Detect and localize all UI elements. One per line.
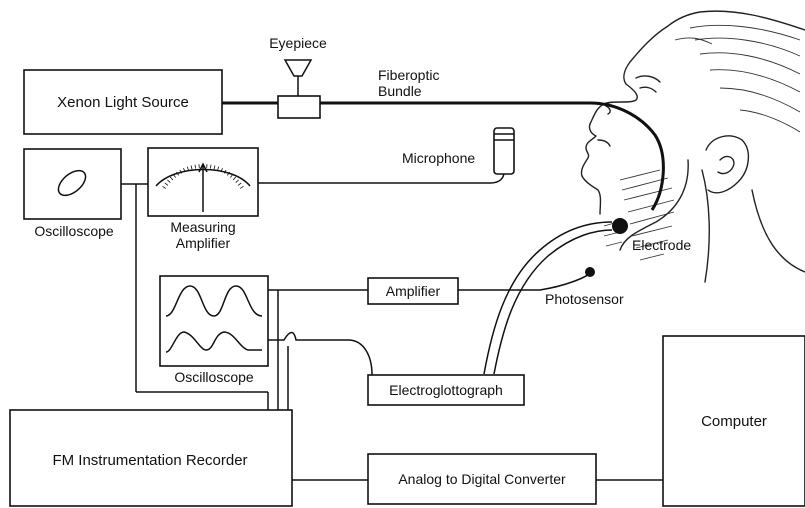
meter-dial-tick bbox=[220, 167, 223, 172]
fm-recorder-box bbox=[9, 409, 293, 507]
meter-dial-tick bbox=[190, 165, 193, 170]
meter-dial-tick bbox=[183, 167, 186, 172]
measuring-amplifier-label-line1: Measuring bbox=[170, 219, 235, 235]
meter-dial-tick bbox=[230, 174, 234, 178]
amplifier-box bbox=[367, 277, 459, 305]
fiberoptic-label-line1: Fiberoptic bbox=[378, 67, 439, 83]
electrode-label: Electrode bbox=[632, 237, 691, 253]
adc-label: Analog to Digital Converter bbox=[398, 471, 566, 487]
oscilloscope-top-label: Oscilloscope bbox=[34, 223, 114, 239]
oscilloscope-mid-trace-upper bbox=[165, 285, 263, 317]
xenon-light-source-label: Xenon Light Source bbox=[57, 94, 189, 111]
fiberoptic-label-line2: Bundle bbox=[378, 83, 422, 99]
meter-dial-tick bbox=[239, 185, 244, 189]
head-profile-illustration bbox=[580, 10, 805, 283]
meter-dial-tick bbox=[209, 164, 212, 169]
meter-dial-tick bbox=[237, 182, 242, 186]
meter-dial-tick bbox=[227, 171, 230, 176]
computer-label: Computer bbox=[701, 413, 767, 430]
xenon-light-source-box bbox=[23, 69, 223, 135]
meter-dial-tick bbox=[186, 166, 189, 171]
connection-lines bbox=[121, 76, 665, 481]
fm-recorder-label: FM Instrumentation Recorder bbox=[52, 452, 247, 469]
meter-dial-tick bbox=[235, 179, 239, 183]
oscilloscope-mid-label: Oscilloscope bbox=[174, 369, 254, 385]
amplifier-label: Amplifier bbox=[386, 283, 441, 299]
adc-box bbox=[367, 453, 597, 505]
meter-dial-tick bbox=[167, 179, 171, 183]
computer-box bbox=[662, 335, 805, 507]
meter-dial-tick bbox=[162, 185, 167, 189]
meter-dial-tick bbox=[223, 169, 227, 174]
meter-dial-tick bbox=[169, 176, 174, 181]
meter-dial-tick bbox=[194, 164, 197, 169]
photosensor-dot bbox=[585, 267, 595, 277]
electroglottograph-box bbox=[367, 374, 525, 406]
microphone-icon bbox=[493, 127, 515, 175]
meter-dial-tick bbox=[179, 169, 183, 174]
meter-dial-tick bbox=[213, 165, 216, 170]
photosensor-label: Photosensor bbox=[545, 291, 624, 307]
meter-dial-ticks bbox=[162, 164, 244, 189]
oscilloscope-top-box bbox=[23, 148, 122, 220]
electrode-contact bbox=[612, 218, 628, 234]
measuring-amplifier-label-line2: Amplifier bbox=[176, 235, 231, 251]
meter-dial-tick bbox=[217, 166, 220, 171]
meter-dial-tick bbox=[164, 182, 169, 186]
oscilloscope-mid-trace-lower bbox=[165, 331, 262, 353]
eyepiece-icon bbox=[277, 59, 321, 119]
eyepiece-label: Eyepiece bbox=[269, 35, 327, 51]
meter-dial-tick bbox=[176, 171, 179, 176]
oscilloscope-mid-box bbox=[159, 275, 269, 367]
meter-dial-tick bbox=[172, 174, 176, 178]
oscilloscope-top-trace bbox=[57, 169, 87, 197]
electroglottograph-label: Electroglottograph bbox=[389, 382, 503, 398]
meter-dial-tick bbox=[232, 176, 237, 181]
microphone-label: Microphone bbox=[402, 150, 475, 166]
